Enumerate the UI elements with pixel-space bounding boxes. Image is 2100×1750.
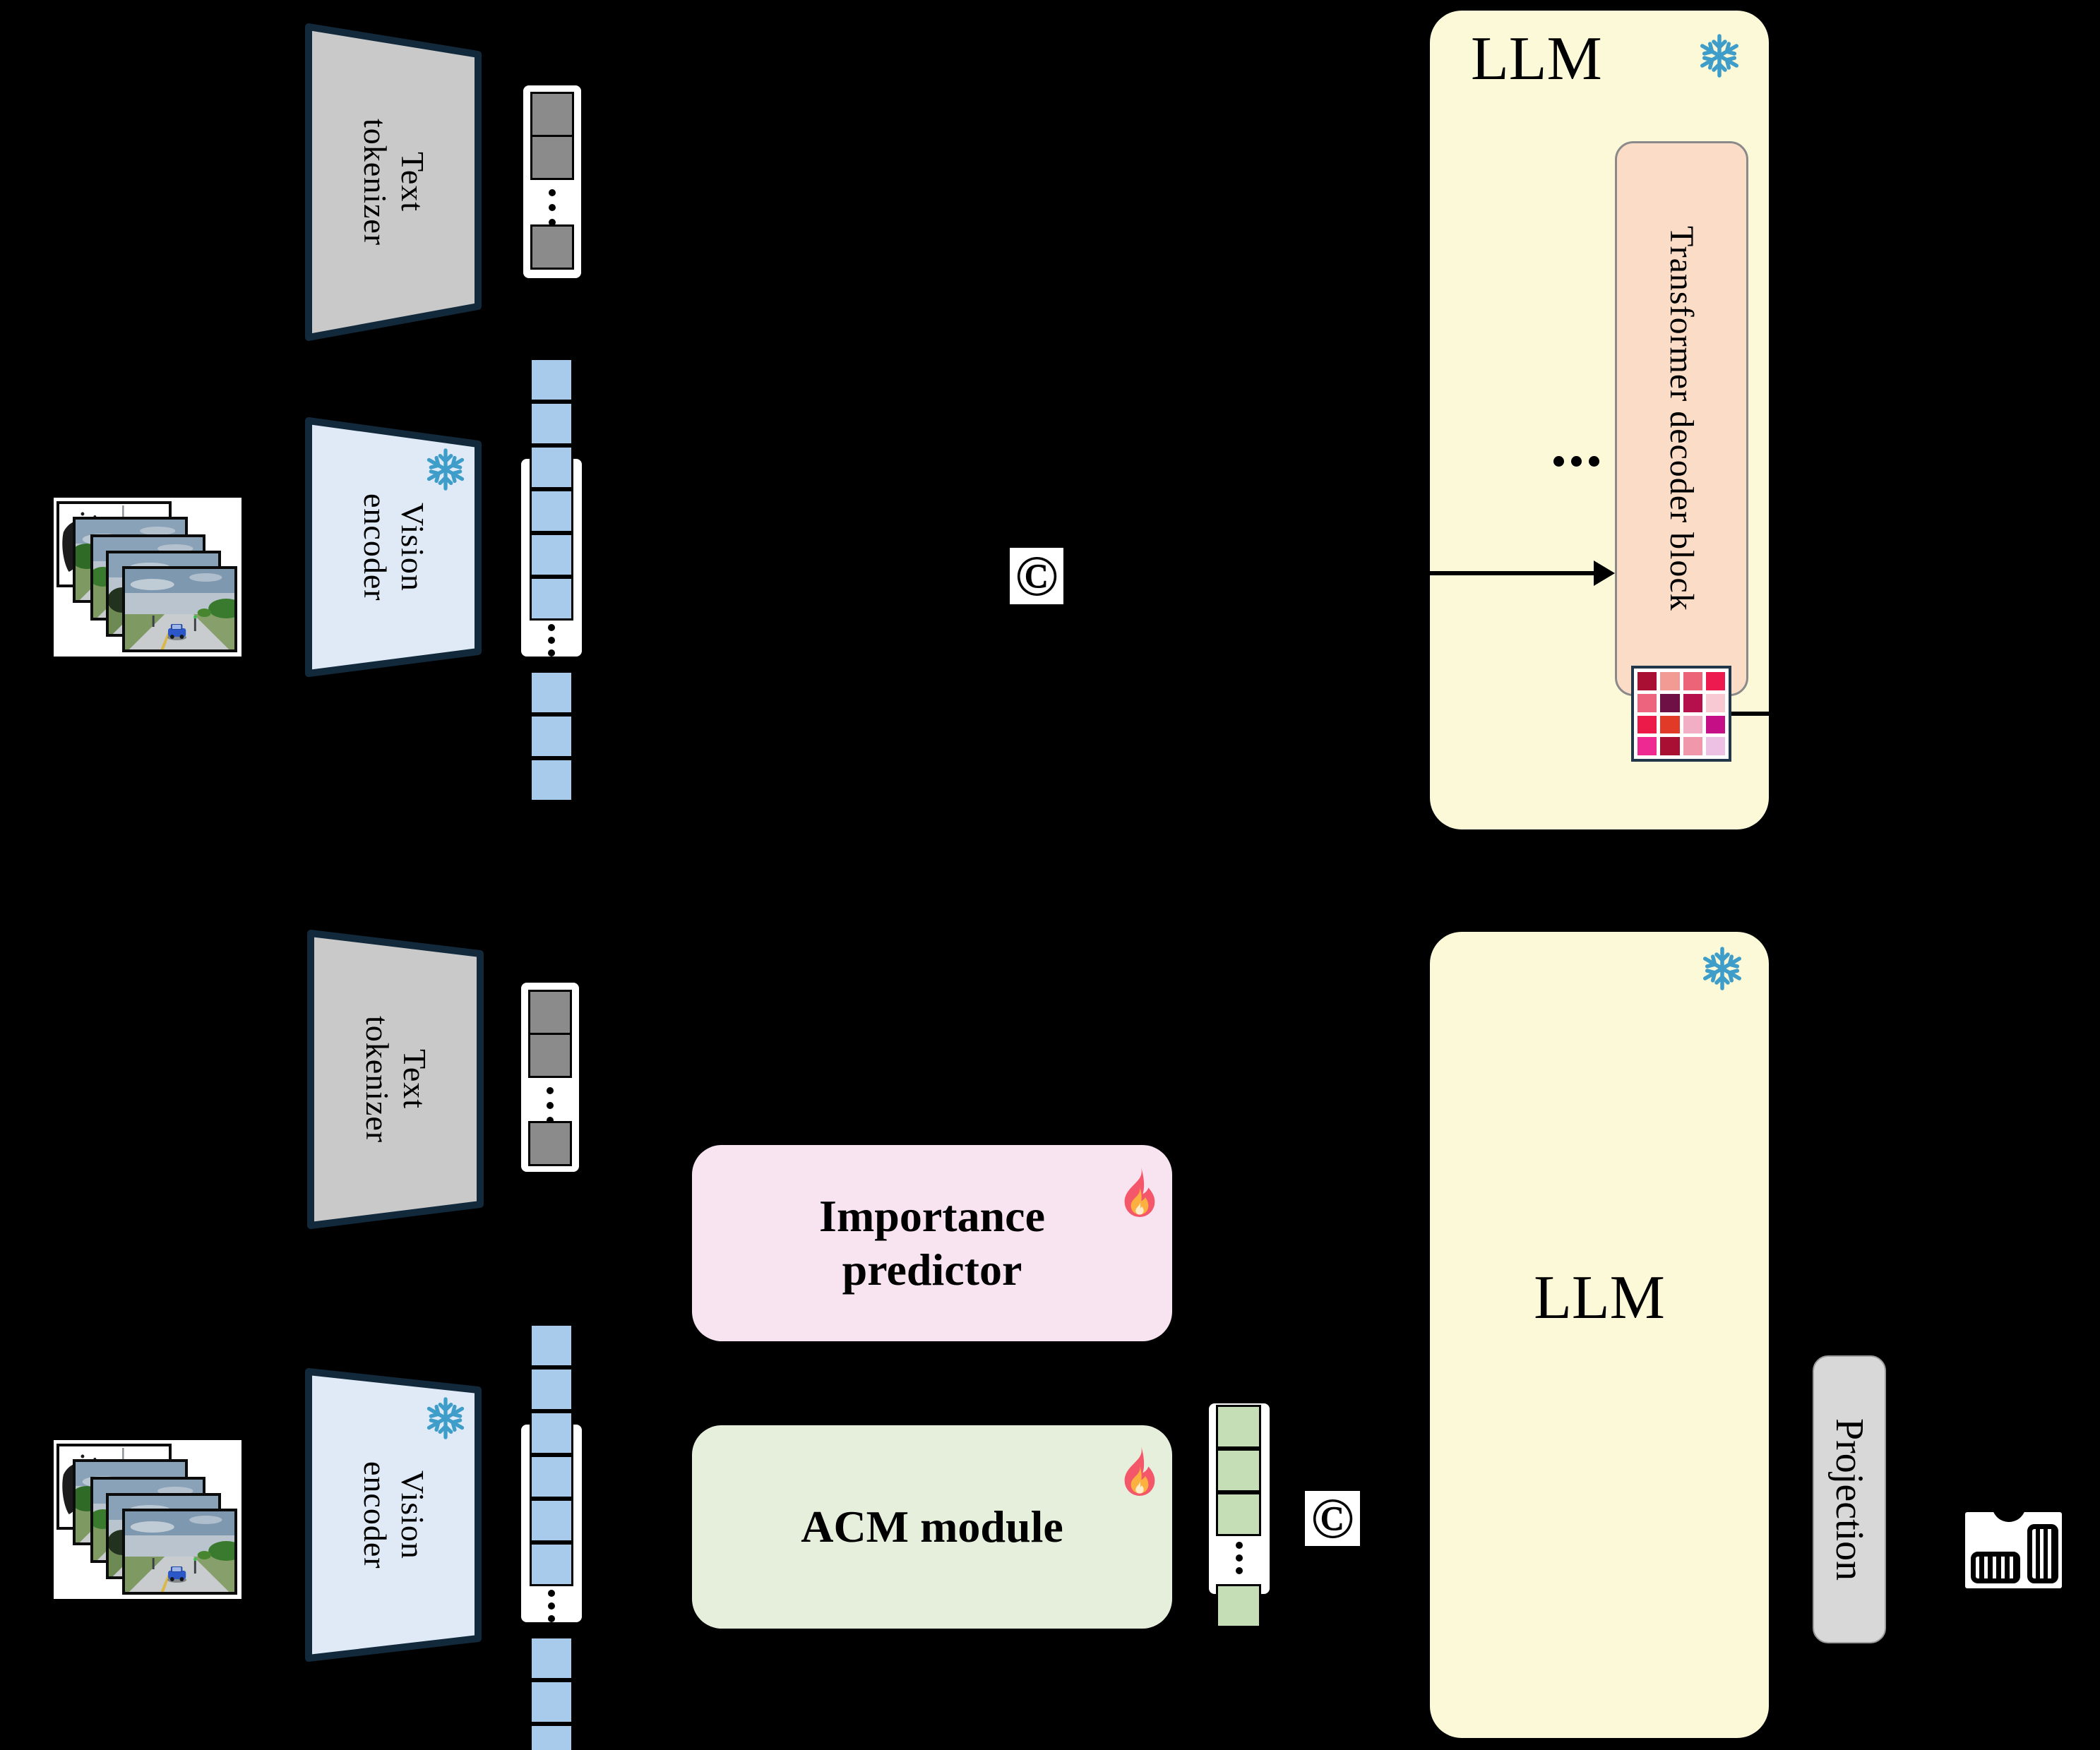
text-tokenizer-label: Text tokenizer [357,118,431,246]
vision-token [530,1367,573,1411]
video-frame [122,1509,237,1595]
vision-encoder-label: Vision encoder [357,493,431,601]
brake-pedal-icon [1971,1552,2020,1583]
vision-token [530,402,573,445]
vision-encoder-bottom: Vision encoder [305,1368,482,1662]
attention-cell [1637,672,1657,690]
attention-matrix [1631,666,1731,762]
ellipsis-dots [547,624,556,657]
vision-token [530,1411,573,1455]
ellipsis-dots [546,1087,554,1124]
vision-token [530,1499,573,1542]
vision-token [530,1455,573,1499]
acm-module-label: ACM module [801,1502,1063,1552]
acm-module-box: ACM module [692,1425,1172,1629]
compressed-token [1216,1584,1261,1628]
attention-cell [1660,693,1680,712]
attention-cell [1683,737,1702,755]
fire-icon [1124,1446,1155,1496]
compressed-token [1216,1492,1261,1536]
driving-scene-image [125,569,234,649]
vision-token [530,489,573,533]
attention-cell [1683,693,1702,712]
matrix-output-line [1731,712,1769,716]
attention-cell [1637,737,1657,755]
steering-wheel-arc [1992,1512,2026,1522]
vision-token [530,1324,573,1367]
concat-operator-top: © [1010,544,1063,608]
text-token [530,224,574,270]
compressed-token [1216,1449,1261,1492]
concat-symbol: © [1311,1486,1354,1550]
vision-token [530,1542,573,1586]
concat-symbol: © [1015,544,1058,608]
snowflake-icon [1703,947,1741,990]
fire-icon [1124,1168,1155,1217]
projection-box: Projection [1813,1355,1886,1643]
ellipsis-dots [1235,1542,1243,1574]
trapezoid-shape [305,23,482,341]
text-tokenizer-bottom: Text tokenizer [307,930,484,1229]
text-tokenizer-label: Text tokenizer [359,1015,433,1144]
trapezoid-shape [305,1368,482,1662]
attention-cell [1660,737,1680,755]
ellipsis-dots [548,189,556,226]
attention-cell [1660,715,1680,734]
attention-cell [1660,672,1680,690]
vision-encoder-top: Vision encoder [305,416,482,678]
text-tokenizer-top: Text tokenizer [305,23,482,341]
vision-token [530,671,573,714]
video-frames-stack-bottom [54,1440,241,1599]
attention-cell [1683,715,1702,734]
accelerator-pedal-icon [2027,1524,2058,1583]
attention-cell [1705,693,1725,712]
vision-token [530,758,573,802]
llm-title: LLM [1471,25,1602,93]
concat-operator-bottom: © [1305,1486,1360,1550]
attention-cell [1705,737,1725,755]
projection-label: Projection [1827,1418,1871,1581]
control-output-box [1965,1512,2062,1588]
transformer-decoder-block: Transformer decoder block [1615,141,1748,696]
vision-token [530,714,573,758]
text-token [528,990,572,1035]
ellipsis-dots [1553,456,1599,467]
vision-token [530,1724,573,1750]
driving-scene-image [125,1511,234,1592]
text-token [530,135,574,180]
llm-box-bottom: LLM [1430,932,1769,1738]
video-frames-stack-top [54,498,241,657]
arrow-into-decoder [1430,571,1597,575]
vision-token [530,1680,573,1724]
decoder-block-label: Transformer decoder block [1663,226,1700,611]
snowflake-icon [426,448,465,491]
vision-token [530,445,573,489]
trapezoid-shape [307,930,484,1229]
text-token [530,92,574,137]
vision-token [530,358,573,402]
snowflake-icon [426,1397,465,1439]
snowflake-icon [1700,34,1738,78]
ellipsis-dots [547,1590,556,1622]
vision-token [530,533,573,577]
video-frame [122,566,237,652]
compressed-token [1216,1405,1261,1449]
attention-cell [1683,672,1702,690]
attention-cell [1705,715,1725,734]
vision-encoder-label: Vision encoder [357,1461,431,1569]
llm-box-top: LLM Transformer decoder block [1430,11,1769,829]
importance-predictor-label: Importance predictor [819,1191,1045,1295]
arrowhead [1594,561,1615,586]
attention-cell [1637,693,1657,712]
text-token [528,1033,572,1078]
vision-token [530,1636,573,1680]
importance-predictor-box: Importance predictor [692,1145,1172,1341]
llm-title: LLM [1534,1264,1665,1332]
text-token [528,1121,572,1166]
attention-cell [1637,715,1657,734]
vision-token [530,577,573,621]
attention-cell [1705,672,1725,690]
trapezoid-shape [305,417,482,677]
